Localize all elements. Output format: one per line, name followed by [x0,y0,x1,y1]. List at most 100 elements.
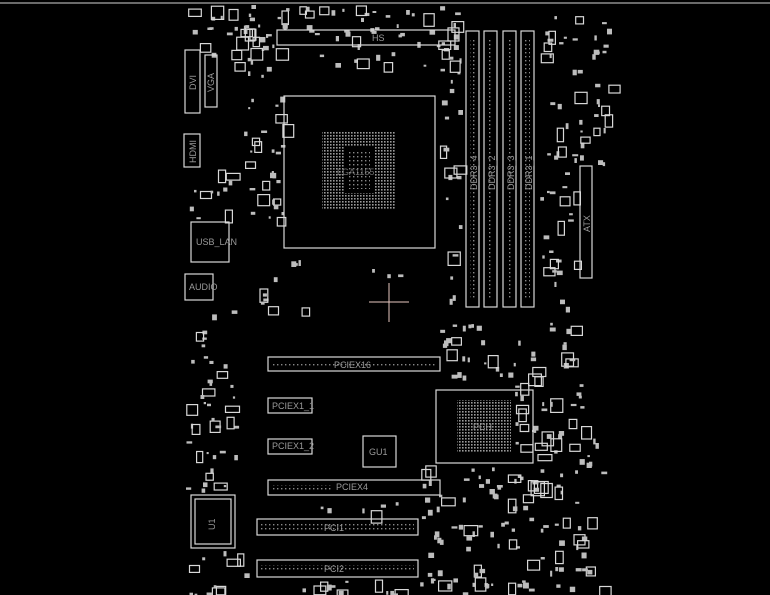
component-pad [186,487,192,490]
component-pad [250,47,264,61]
component-pad [370,510,383,524]
component-pad [244,131,248,137]
component-pad [557,146,567,158]
pch-chip[interactable]: PCH [435,389,534,464]
dvi-connector[interactable]: DVI [184,49,201,114]
component-pad [462,356,466,362]
u1-chip[interactable]: U1 [190,494,236,549]
component-pad [572,38,578,41]
component-pad [441,100,448,106]
atx-power-connector[interactable]: ATX [579,165,593,279]
component-pad [479,484,485,488]
component-pad [520,476,524,481]
component-pad [580,406,585,409]
vga-connector[interactable]: VGA [204,54,218,108]
component-pad [550,102,556,106]
component-pad [201,388,216,397]
component-pad [569,213,573,216]
component-pad [249,188,256,191]
component-pad [565,358,579,368]
component-pad [549,191,556,195]
component-pad [223,551,227,557]
component-pad [578,395,582,399]
component-pad [385,15,391,18]
pci1-slot[interactable]: PCI1 [256,518,419,536]
component-pad [478,475,481,480]
component-pad [212,314,217,321]
hdmi-label: HDMI [188,140,198,163]
cpu-label: LGA1155 [337,167,374,177]
component-pad [223,364,228,369]
pciex1-1-slot[interactable]: PCIEX1_1 [267,397,314,414]
component-pad [540,557,545,560]
window-top-border [0,2,770,4]
component-pad [440,68,445,72]
component-pad [572,69,577,76]
component-pad [273,277,278,283]
component-pad [580,155,584,161]
pciex16-slot[interactable]: PCIEX16 [267,356,441,372]
component-pad [251,98,254,103]
component-pad [251,5,256,9]
pciex1-2-slot[interactable]: PCIEX1_2 [267,438,314,455]
component-pad [354,59,358,63]
component-pad [244,28,256,42]
component-pad [598,104,600,107]
component-pad [320,581,329,592]
component-pad [570,325,584,336]
component-pad [489,489,495,495]
component-pad [562,344,567,351]
component-pad [526,559,541,571]
component-pad [217,169,227,184]
component-pad [275,104,279,107]
component-pad [580,136,591,144]
component-pad [540,482,553,499]
component-pad [196,217,201,220]
component-pad [304,10,315,19]
component-pad [517,583,523,588]
component-pad [356,58,370,70]
component-pad [579,384,584,387]
component-pad [554,16,557,20]
component-pad [224,405,241,414]
component-pad [601,105,611,117]
dimm-slot-ddr3-1[interactable]: DDR3_1 [520,30,535,308]
component-pad [550,438,563,452]
component-pad [219,450,226,454]
gu1-chip[interactable]: GU1 [362,435,397,468]
dimm-slot-ddr3-2[interactable]: DDR3_2 [483,30,498,308]
component-pad [598,160,604,165]
pciex4-slot[interactable]: PCIEX4 [267,479,441,496]
dimm-slot-ddr3-3[interactable]: DDR3_3 [502,30,517,308]
component-pad [569,359,576,362]
cpu-socket[interactable]: LGA1155 [283,95,436,249]
pci2-slot[interactable]: PCI2 [256,559,419,578]
component-pad [455,12,461,16]
component-pad [226,416,235,430]
component-pad [245,25,250,28]
component-pad [580,130,583,133]
component-pad [593,49,600,55]
component-pad [515,391,518,397]
audio-connector[interactable]: AUDIO [184,273,218,301]
component-pad [286,8,290,12]
usb-lan-connector[interactable]: USB_LAN [190,221,237,263]
component-pad [376,54,381,61]
component-pad [508,372,514,378]
component-pad [453,578,458,583]
component-pad [420,582,424,587]
component-pad [434,531,440,538]
component-pad [496,485,503,488]
component-pad [559,567,564,572]
vga-label: VGA [206,73,216,92]
component-pad [543,525,549,528]
dimm-slot-ddr3-4[interactable]: DDR3_4 [465,30,480,308]
component-pad [453,34,459,40]
component-pad [272,199,275,205]
component-pad [542,255,545,259]
component-pad [555,567,559,572]
component-pad [587,455,590,458]
hdmi-connector[interactable]: HDMI [183,133,201,168]
heatsink-hs[interactable]: HS [276,29,456,46]
